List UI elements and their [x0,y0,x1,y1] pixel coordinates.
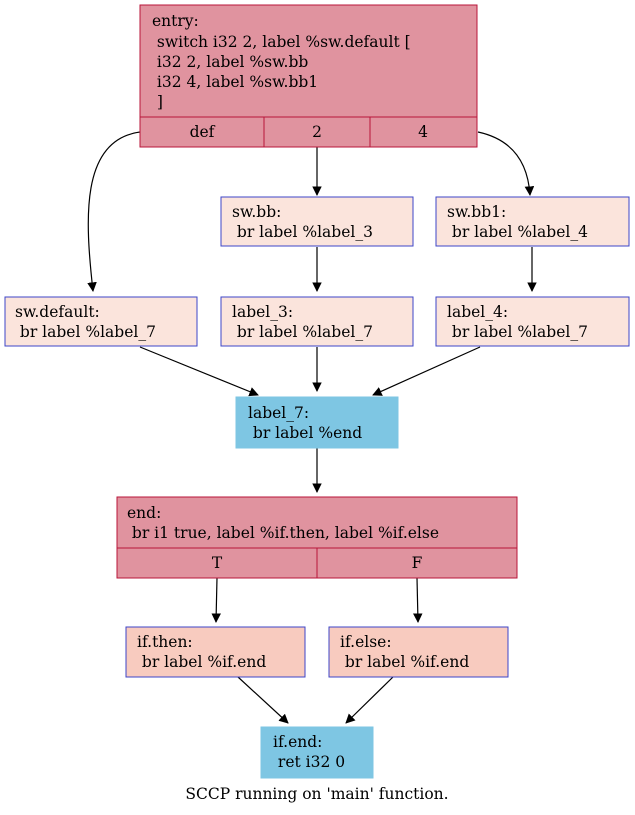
node-label-4: label_4: br label %label_7 [435,296,630,347]
node-if-else-box [328,626,509,678]
node-entry: entry: switch i32 2, label %sw.default [… [139,4,478,148]
node-label-3-box [220,296,414,347]
node-label-7: label_7: br label %end [235,396,399,449]
node-end: end: br i1 true, label %if.then, label %… [116,496,518,579]
node-if-end-box [260,726,374,779]
edge-end-t-to-if-then [211,577,221,623]
node-label-3: label_3: br label %label_7 [220,296,414,347]
node-entry-line-0: entry: [152,12,199,30]
node-sw-bb-box [220,196,414,247]
node-label-3-line-0: label_3: [232,303,293,321]
node-entry-line-2: i32 2, label %sw.bb [152,53,308,71]
node-end-line-1: br i1 true, label %if.then, label %if.el… [127,524,439,542]
edge-entry-4-to-sw-bb1 [477,131,535,196]
node-if-end: if.end: ret i32 0 [260,726,374,779]
node-end-port-t: T [212,554,223,572]
node-end-port-f: F [412,554,423,572]
node-sw-bb1-line-0: sw.bb1: [447,203,506,221]
node-label-7-line-0: label_7: [248,404,309,422]
node-if-else: if.else: br label %if.end [328,626,509,678]
diagram-caption: SCCP running on 'main' function. [185,785,448,803]
node-entry-port-4: 4 [418,123,428,141]
node-entry-port-2: 2 [312,123,322,141]
edge-if-else-to-if-end [345,676,394,724]
node-sw-bb1-box [435,196,630,247]
node-if-then: if.then: br label %if.end [125,626,306,678]
node-if-then-line-0: if.then: [137,633,193,651]
edges [87,131,537,724]
node-sw-bb1: sw.bb1: br label %label_4 [435,196,630,247]
node-if-then-box [125,626,306,678]
node-entry-line-3: i32 4, label %sw.bb1 [152,73,318,91]
edge-if-then-to-if-end [237,676,289,724]
node-entry-box [139,4,478,148]
node-sw-bb-line-0: sw.bb: [232,203,281,221]
node-if-then-line-1: br label %if.end [137,653,266,671]
node-sw-bb-line-1: br label %label_3 [232,223,373,241]
node-label-7-line-1: br label %end [248,424,362,442]
node-sw-default-line-1: br label %label_7 [15,323,156,341]
edge-label-4-to-label-7 [372,346,481,396]
node-end-line-0: end: [127,504,161,522]
node-sw-default: sw.default: br label %label_7 [4,296,198,347]
node-sw-bb1-line-1: br label %label_4 [447,223,588,241]
edge-entry-def-to-sw-default [87,131,141,292]
node-label-4-box [435,296,630,347]
node-sw-bb: sw.bb: br label %label_3 [220,196,414,247]
node-label-4-line-1: br label %label_7 [447,323,588,341]
node-label-4-line-0: label_4: [447,303,508,321]
node-label-7-box [235,396,399,449]
node-entry-line-4: ] [152,93,163,111]
node-if-end-line-1: ret i32 0 [273,753,345,771]
node-if-else-line-0: if.else: [340,633,392,651]
node-label-3-line-1: br label %label_7 [232,323,373,341]
node-if-end-line-0: if.end: [273,733,322,751]
node-sw-default-line-0: sw.default: [15,303,100,321]
edge-end-f-to-if-else [413,577,423,623]
edge-sw-default-to-label-7 [139,346,259,397]
node-entry-line-1: switch i32 2, label %sw.default [ [152,33,411,51]
node-if-else-line-1: br label %if.end [340,653,469,671]
node-sw-default-box [4,296,198,347]
node-entry-port-def: def [190,123,216,141]
